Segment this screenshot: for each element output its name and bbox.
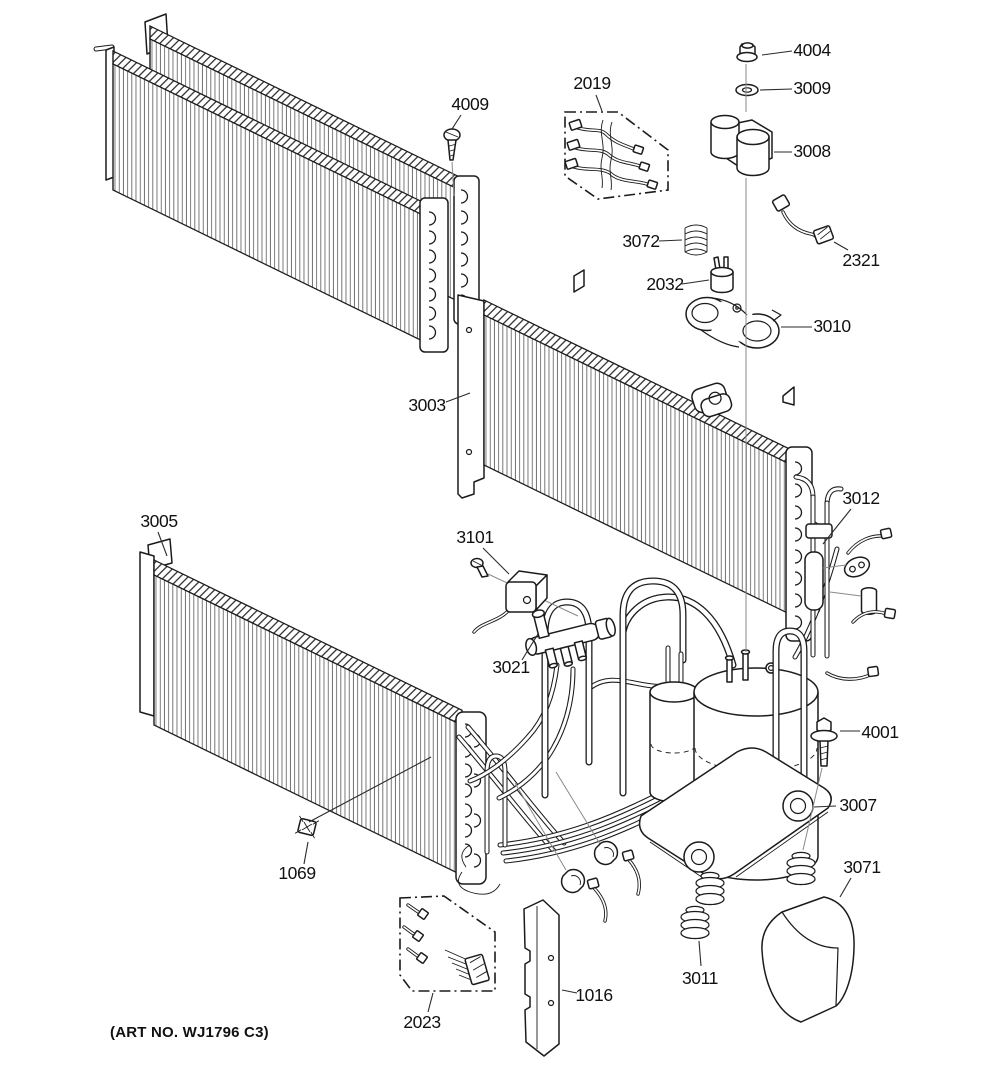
harness-box-2019 (564, 111, 669, 200)
leader-lines (157, 50, 860, 1013)
leader-bolt-to-grommet (802, 767, 823, 851)
part-label-4001: 4001 (861, 722, 898, 742)
part-label-2023: 2023 (403, 1012, 440, 1032)
coil-top-front-slab (112, 49, 426, 344)
part-label-2019: 2019 (573, 73, 610, 93)
part-label-3011: 3011 (682, 968, 718, 988)
coil-3005-left-cap (139, 551, 155, 717)
wedge-clip-left (573, 269, 585, 293)
panel-1016 (523, 899, 560, 1057)
part-labels: 4009 2019 4004 3009 3008 2321 3072 2032 … (140, 40, 899, 1032)
grommet-3011 (680, 905, 710, 940)
sensor-clamp (805, 523, 833, 539)
solenoid-3101 (470, 557, 579, 634)
clip-1069 (294, 815, 320, 839)
part-label-1069: 1069 (278, 863, 315, 883)
part-label-3008: 3008 (793, 141, 830, 161)
screw-3101 (470, 557, 489, 578)
washer-3009 (735, 83, 759, 97)
part-label-3007: 3007 (839, 795, 876, 815)
nut-4004 (736, 42, 758, 63)
part-label-3021: 3021 (492, 657, 529, 677)
wire-connector (883, 607, 897, 620)
tube-clips-and-wires (514, 771, 642, 923)
valve-3021 (525, 609, 616, 669)
part-label-1016: 1016 (575, 985, 612, 1005)
part-label-2321: 2321 (842, 250, 879, 270)
plate-ear-right (782, 790, 814, 822)
coil-top-front-endplate (419, 197, 449, 353)
plate-ear-left (683, 841, 715, 873)
sensor-assembly-3012 (796, 477, 841, 656)
sensor-detail-parts (822, 527, 897, 681)
coil-3003 (457, 294, 822, 642)
plug-2032 (710, 256, 734, 294)
shield-3071 (761, 896, 855, 1023)
oval-grommet (843, 556, 871, 578)
lead-wire-2321 (771, 194, 835, 245)
rubber-mount (691, 382, 733, 418)
sensor-bulb (804, 551, 824, 611)
part-label-3005: 3005 (140, 511, 177, 531)
coil-3003-slab (483, 298, 789, 615)
part-label-3071: 3071 (843, 857, 880, 877)
screw-4009 (443, 128, 461, 161)
part-label-4009: 4009 (451, 94, 488, 114)
wire-connector (879, 527, 893, 540)
part-label-3009: 3009 (793, 78, 830, 98)
wedge-clip-right (782, 386, 795, 406)
clip-b (560, 868, 586, 894)
part-label-3012: 3012 (842, 488, 879, 508)
art-number: (ART NO. WJ1796 C3) (110, 1024, 269, 1041)
part-label-3072: 3072 (622, 231, 659, 251)
capacitor-3008 (710, 114, 773, 177)
coil-top-assembly (93, 13, 480, 353)
part-label-4004: 4004 (793, 40, 831, 60)
bolt-4001 (810, 717, 838, 767)
part-label-2032: 2032 (646, 274, 683, 294)
spring-3072 (684, 224, 708, 256)
wire-connector (866, 665, 880, 678)
harness-box-2023 (399, 895, 496, 992)
part-label-3003: 3003 (408, 395, 445, 415)
coil-3005 (139, 538, 501, 895)
clip-a (593, 840, 619, 866)
part-label-3101: 3101 (456, 527, 493, 547)
coil-3005-end-loops (457, 844, 501, 895)
mounting-plate-3007 (638, 747, 832, 881)
bracket-3010 (685, 296, 782, 349)
part-label-3010: 3010 (813, 316, 851, 336)
